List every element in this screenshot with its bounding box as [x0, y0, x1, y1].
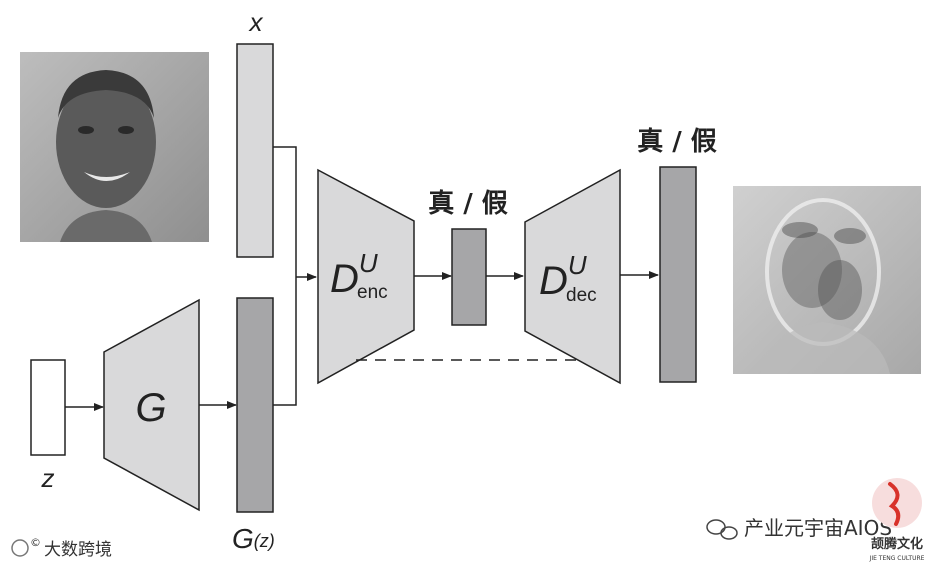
per-pixel-decision-map	[733, 186, 921, 374]
real-face-photo	[20, 52, 209, 242]
watermark-mark: ©	[30, 536, 41, 549]
left-watermark-text: 大数跨境	[44, 540, 112, 560]
noise-z-label: z	[41, 463, 55, 493]
generated-sample-bar	[236, 297, 274, 513]
real-input-x-bar	[236, 43, 274, 258]
decoder-output-bar	[659, 166, 697, 383]
merge-connector	[273, 146, 297, 406]
right-watermark: 产业元宇宙AIOS 颉腾文化 JIE TENG CULTURE	[706, 478, 925, 562]
decoder-real-fake-label: 真 / 假	[637, 127, 717, 157]
right-watermark-text: 产业元宇宙AIOS	[744, 516, 892, 540]
encoder-block	[317, 168, 415, 385]
generated-sample-label: G(z)	[232, 523, 275, 554]
bottleneck-bar	[451, 228, 487, 326]
generator-label: G	[135, 386, 166, 430]
watermark-circle-icon	[11, 539, 29, 557]
generator-block	[103, 298, 200, 512]
real-input-x-label: x	[248, 7, 264, 37]
bottleneck-real-fake-label: 真 / 假	[428, 189, 508, 219]
decoder-block	[524, 168, 621, 385]
publisher-logo-text: 颉腾文化	[871, 536, 923, 552]
left-watermark: © 大数跨境	[11, 536, 112, 560]
noise-z-bar	[30, 359, 66, 456]
wechat-icon	[706, 519, 726, 535]
publisher-logo-subtext: JIE TENG CULTURE	[869, 555, 925, 562]
